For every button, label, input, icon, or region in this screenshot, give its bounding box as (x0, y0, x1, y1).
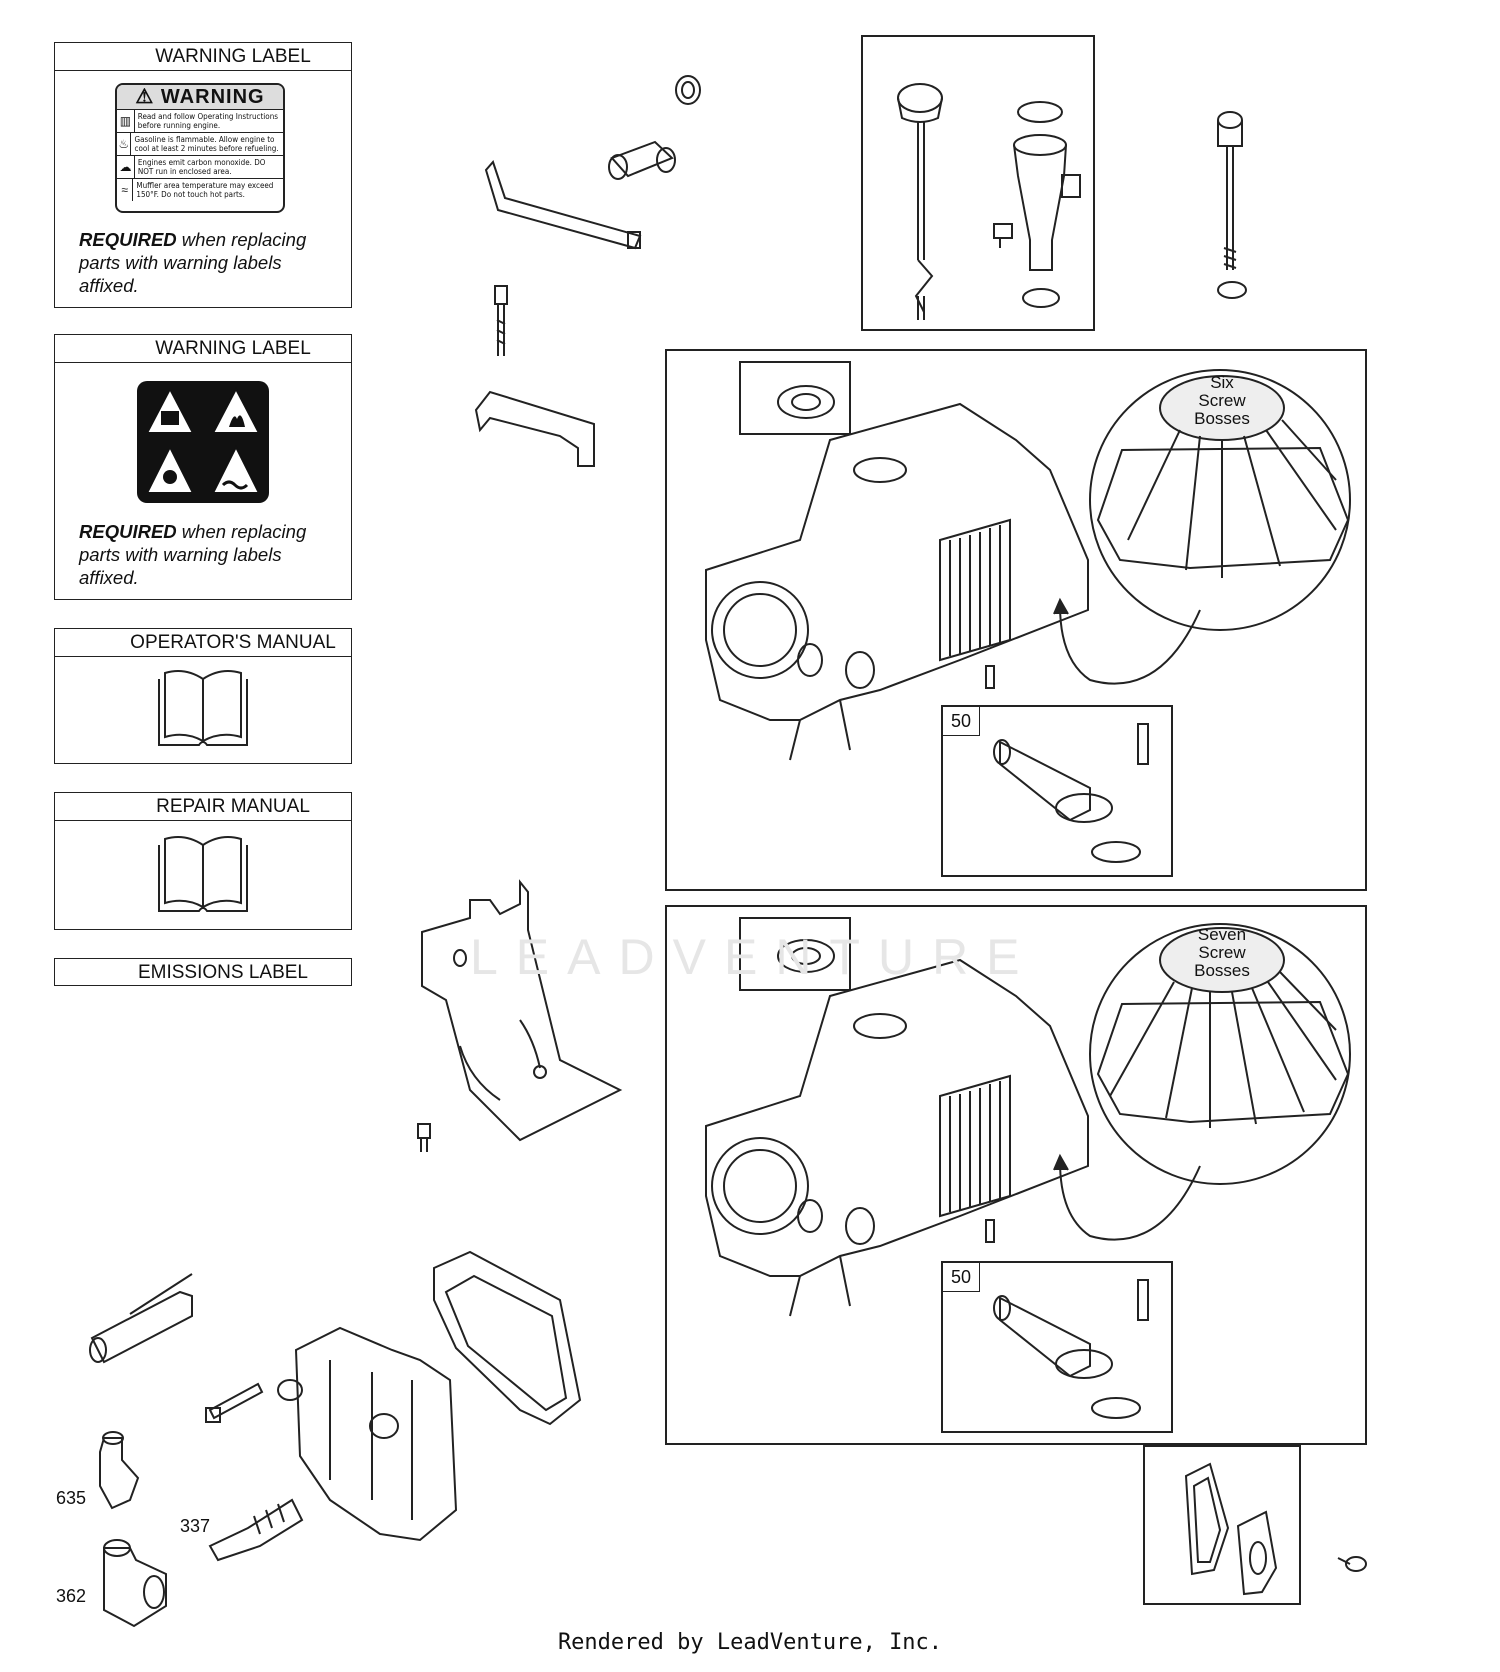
elbow-part (608, 140, 676, 180)
heat-shield-part (421, 879, 623, 1142)
upper-arrow (1059, 604, 1201, 685)
hot-surface-icon: ≈ (117, 179, 134, 201)
upper-inset-number: 50 (942, 706, 980, 736)
warning-line-4: Muffler area temperature may exceed 150°… (136, 181, 274, 199)
dowel-pin-part (985, 1219, 995, 1243)
required-note-1: REQUIRED when replacing parts with warni… (79, 229, 307, 296)
watermark: LEADVENTURE (470, 929, 1038, 985)
warning-label-box-1: WARNING LABEL ⚠ WARNING ▥Read and follow… (54, 42, 352, 308)
head-bolt-part (205, 1382, 264, 1423)
part-number-337: 337 (180, 1516, 211, 1536)
operators-manual-title: OPERATOR'S MANUAL (55, 629, 351, 657)
book-icon (158, 836, 248, 912)
part-number-635: 635 (56, 1488, 87, 1508)
upper-inset-box (941, 705, 1173, 877)
plug-boot-362-part (103, 1539, 167, 1628)
warning-decal-title: ⚠ WARNING (117, 85, 283, 110)
warning-label-box-2: WARNING LABEL REQUIRED when replacing pa… (54, 334, 352, 600)
bracket-part (474, 390, 595, 467)
lower-bosses-callout: Seven Screw Bosses (1194, 925, 1250, 980)
required-note-2: REQUIRED when replacing parts with warni… (79, 521, 307, 588)
lower-arrow (1059, 1160, 1201, 1241)
operators-manual-box: OPERATOR'S MANUAL (54, 628, 352, 764)
lower-crankcase-part (705, 958, 1089, 1317)
warning-pictogram-icon (137, 381, 269, 503)
book-icon (158, 670, 248, 746)
warning-line-1: Read and follow Operating Instructions b… (137, 112, 279, 130)
lower-inset-box (941, 1261, 1173, 1433)
valve-cover-box (1143, 1445, 1301, 1605)
lower-inset-number: 50 (942, 1262, 980, 1292)
warning-label-title-2: WARNING LABEL (55, 335, 351, 363)
warning-line-2: Gasoline is flammable. Allow engine to c… (134, 135, 279, 153)
dipstick-part (897, 83, 1081, 320)
dowel-pin-part (985, 665, 995, 689)
fumes-icon: ☁ (117, 156, 135, 178)
screw-part (417, 1123, 431, 1152)
fire-icon: ♨ (117, 133, 132, 155)
upper-bosses-detail (1089, 369, 1351, 631)
lower-seal-box (739, 917, 851, 991)
manual-icon: ▥ (117, 110, 135, 132)
cylinder-head-part (277, 1326, 458, 1542)
valve-cover-gasket-part (1184, 1462, 1278, 1596)
spark-plug-part (208, 1498, 304, 1562)
repair-manual-title: REPAIR MANUAL (55, 793, 351, 821)
warning-line-3: Engines emit carbon monoxide. DO NOT run… (137, 158, 266, 176)
upper-seal-box (739, 361, 851, 435)
emissions-label-box: EMISSIONS LABEL (54, 958, 352, 986)
footer-credit: Rendered by LeadVenture, Inc. (557, 1630, 943, 1655)
rocker-shaft-part (89, 1273, 193, 1364)
upper-seal-part (777, 385, 835, 419)
head-gasket-part (433, 1250, 582, 1426)
repair-manual-box: REPAIR MANUAL (54, 792, 352, 930)
bolt-part (494, 285, 508, 356)
lower-crankcase-panel (665, 905, 1367, 1445)
lower-seal-part (777, 939, 835, 973)
warning-label-title-1: WARNING LABEL (55, 43, 351, 71)
plug-part (675, 75, 701, 105)
lower-bosses-detail (1089, 923, 1351, 1185)
part-number-362: 362 (56, 1586, 87, 1606)
small-screw-part (1337, 1556, 1367, 1572)
upper-crankcase-part (705, 402, 1089, 761)
plug-boot-635-part (99, 1431, 140, 1510)
lower-breather-part (993, 1279, 1149, 1419)
emissions-label-title: EMISSIONS LABEL (137, 962, 308, 983)
tube-part (484, 160, 642, 250)
upper-breather-part (993, 723, 1149, 863)
warning-decal: ⚠ WARNING ▥Read and follow Operating Ins… (115, 83, 285, 213)
upper-bosses-callout: Six Screw Bosses (1194, 373, 1250, 428)
dipstick-box (861, 35, 1095, 331)
upper-crankcase-panel (665, 349, 1367, 891)
dipstick-alt-part (1217, 111, 1247, 299)
